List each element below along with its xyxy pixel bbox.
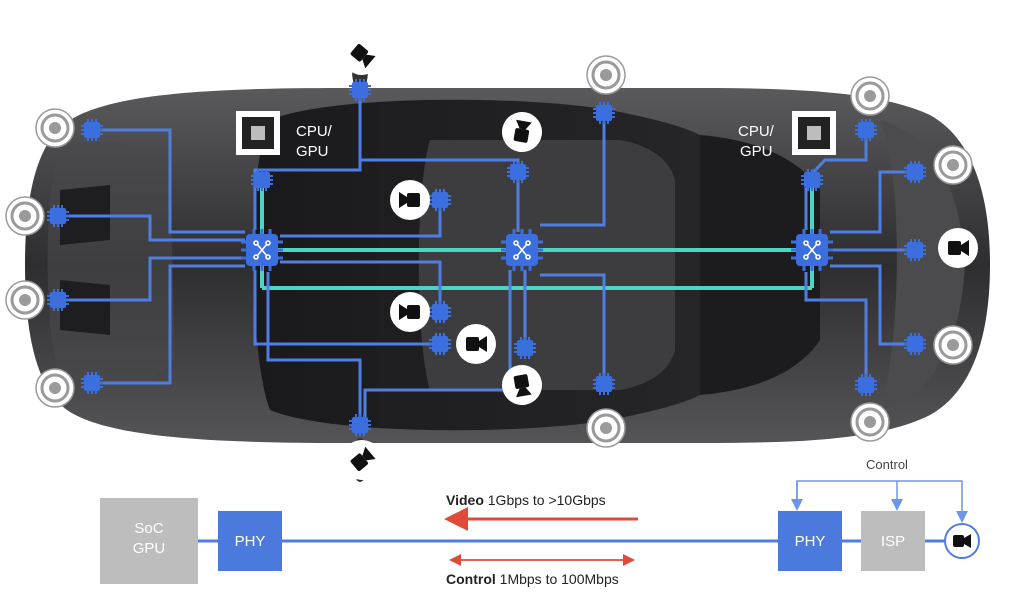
control-rate-label: Control 1Mbps to 100Mbps [446, 571, 619, 587]
phy-left-label: PHY [235, 533, 266, 550]
radar-sensor-icon [585, 407, 627, 449]
isp-box [861, 511, 925, 571]
video-camera-icon [456, 324, 496, 364]
cpu-left-label-1: CPU/ [296, 123, 333, 140]
video-camera-icon [944, 523, 980, 559]
control-feedback-lines [791, 480, 968, 523]
cpu-chip-icon [235, 110, 281, 156]
soc-gpu-box [100, 498, 198, 584]
radar-sensor-icon [585, 54, 627, 96]
cpu-right-label-1: CPU/ [738, 123, 775, 140]
video-camera-icon [390, 292, 430, 332]
control-top-label: Control [866, 457, 908, 472]
video-rate-label: Video 1Gbps to >10Gbps [446, 492, 606, 508]
radar-sensor-icon [849, 401, 891, 443]
isp-label: ISP [881, 533, 905, 550]
cpu-right: CPU/ GPU [738, 110, 837, 160]
video-camera-icon [333, 26, 391, 84]
network-switch-icon [239, 227, 285, 273]
network-switch-icon [789, 227, 835, 273]
radar-sensor-icon [34, 367, 76, 409]
radar-sensor-icon [34, 107, 76, 149]
cpu-right-label-2: GPU [740, 143, 773, 160]
video-camera-icon [390, 180, 430, 220]
soc-label-2: GPU [133, 540, 166, 557]
phy-right-label: PHY [795, 533, 826, 550]
phy-left-box [218, 511, 282, 571]
network-switch-icon [499, 227, 545, 273]
radar-sensor-icon [932, 144, 974, 186]
cpu-left: CPU/ GPU [235, 110, 333, 160]
radar-sensor-icon [932, 324, 974, 366]
soc-label-1: SoC [134, 520, 163, 537]
video-camera-icon [938, 228, 978, 268]
radar-sensor-icon [849, 75, 891, 117]
sensor-wiring [58, 90, 915, 425]
phy-right-box [778, 511, 842, 571]
serial-link-diagram: SoC GPU PHY PHY ISP Control Video 1Gbps … [100, 457, 980, 587]
radar-sensor-icon [4, 279, 46, 321]
cpu-left-label-2: GPU [296, 143, 329, 160]
cpu-chip-icon [791, 110, 837, 156]
radar-sensor-icon [4, 195, 46, 237]
